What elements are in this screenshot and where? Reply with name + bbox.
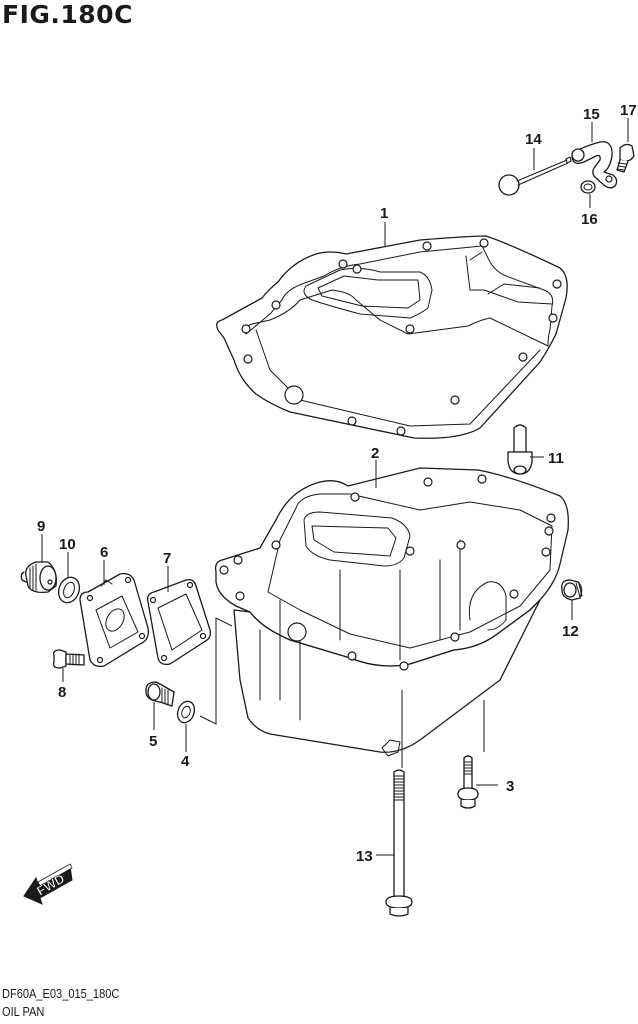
callout-7[interactable]: 7 [163, 550, 171, 567]
callout-2[interactable]: 2 [371, 445, 379, 462]
part-6-valve-plate[interactable] [79, 572, 149, 668]
part-4-washer[interactable] [175, 699, 198, 725]
part-8-bolt[interactable] [52, 649, 85, 669]
callout-4[interactable]: 4 [181, 753, 190, 770]
part-10-seal[interactable] [55, 574, 83, 605]
part-9-cap[interactable] [20, 561, 57, 594]
callout-13[interactable]: 13 [356, 848, 373, 865]
part-1-gasket[interactable] [216, 235, 568, 439]
part-17-bolt[interactable] [616, 143, 635, 173]
figure-code: DF60A_E03_015_180C [2, 986, 120, 1001]
figure-title: FIG.180C [2, 0, 133, 29]
callout-16[interactable]: 16 [581, 211, 598, 228]
part-14-dipstick[interactable] [498, 156, 572, 196]
callout-5[interactable]: 5 [149, 733, 157, 750]
callout-8[interactable]: 8 [58, 684, 66, 701]
callout-3[interactable]: 3 [506, 778, 514, 795]
part-3-bolt[interactable] [457, 755, 479, 809]
part-12-plug[interactable] [561, 579, 583, 601]
part-2-oil-pan[interactable] [214, 467, 569, 757]
part-7-gasket[interactable] [146, 578, 212, 666]
callout-14[interactable]: 14 [525, 131, 542, 148]
part-13-long-bolt[interactable] [385, 769, 413, 917]
callout-12[interactable]: 12 [562, 623, 579, 640]
figure-name: OIL PAN [2, 1004, 45, 1019]
callout-9[interactable]: 9 [37, 518, 45, 535]
callout-15[interactable]: 15 [583, 106, 600, 123]
callout-17[interactable]: 17 [620, 102, 637, 119]
callout-1[interactable]: 1 [380, 205, 388, 222]
part-16-o-ring[interactable] [580, 180, 596, 194]
callout-6[interactable]: 6 [100, 544, 108, 561]
part-15-dipstick-guide[interactable] [571, 141, 618, 189]
fwd-arrow-icon: FWD [23, 863, 73, 905]
callout-11[interactable]: 11 [548, 450, 564, 467]
drain-position-leader [199, 617, 233, 725]
leader-lines [41, 118, 629, 856]
callout-10[interactable]: 10 [59, 536, 76, 553]
part-11-fitting[interactable] [507, 424, 533, 475]
part-5-drain-plug[interactable] [145, 681, 175, 707]
callout-labels: 1 2 3 4 5 6 7 8 9 10 11 12 13 14 15 16 1… [37, 102, 637, 865]
